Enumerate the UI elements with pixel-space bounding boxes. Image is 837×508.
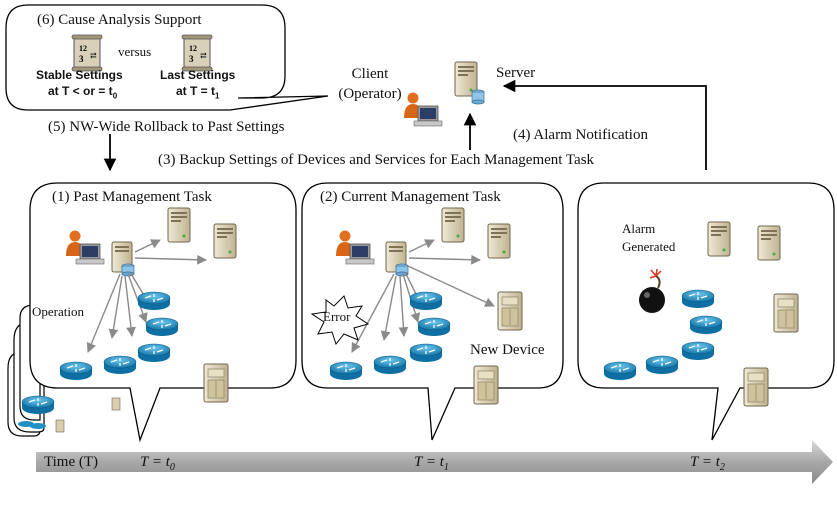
- error-label: Error: [323, 309, 351, 324]
- panel-1-server-b-icon: [213, 223, 237, 259]
- panel-3-tower-a-icon: [773, 293, 799, 333]
- panel-3-router-4: [645, 355, 679, 375]
- generated-label: Generated: [622, 239, 676, 254]
- alarm-label: Alarm: [622, 221, 656, 236]
- step4-label: (4) Alarm Notification: [513, 127, 648, 143]
- panel-3-router-5: [603, 361, 637, 381]
- last-settings-time: at T = t1: [176, 84, 220, 101]
- error-burst-icon: [310, 295, 370, 346]
- panel-1-title: (1) Past Management Task: [52, 189, 212, 205]
- operator-label: (Operator): [338, 86, 402, 102]
- time-axis-label: Time (T): [44, 454, 99, 470]
- panel-3-router-1: [681, 289, 715, 309]
- callout-title: (6) Cause Analysis Support: [37, 12, 202, 28]
- panel-1-router-3: [137, 343, 171, 363]
- panel-2-router-5: [329, 361, 363, 381]
- panel-2-server-a-icon: [441, 207, 465, 243]
- panel-2-title: (2) Current Management Task: [320, 189, 501, 205]
- last-settings-scroll-icon: [181, 34, 213, 72]
- operation-label: Operation: [32, 304, 84, 319]
- stable-settings-scroll-icon: [71, 34, 103, 72]
- panel-3-tower-b-icon: [743, 367, 769, 407]
- panel-2-router-4: [373, 355, 407, 375]
- back-router-1: [21, 395, 55, 415]
- panel-2-router-1: [409, 291, 443, 311]
- panel-3-router-2: [689, 315, 723, 335]
- panel-3-server-a-icon: [707, 221, 731, 257]
- panel-2-server-b-icon: [487, 223, 511, 259]
- callout-bubble: [5, 4, 329, 111]
- t2-label: T = t2: [690, 454, 725, 473]
- panel-2-router-3: [409, 343, 443, 363]
- panel-2-tower-icon: [473, 365, 499, 405]
- new-device-label: New Device: [470, 342, 545, 358]
- step5-label: (5) NW-Wide Rollback to Past Settings: [48, 119, 285, 135]
- panel-1-tower-icon: [203, 363, 229, 403]
- server-label: Server: [496, 65, 536, 81]
- last-settings-label: Last Settings: [160, 68, 236, 82]
- t0-label: T = t0: [140, 454, 175, 473]
- client-label: Client: [351, 66, 389, 82]
- panel-3-server-b-icon: [757, 225, 781, 261]
- panel-1-server-a-icon: [167, 207, 191, 243]
- panel-1-router-4: [103, 355, 137, 375]
- panel-2-new-device-icon: [497, 291, 523, 331]
- timeline-arrow: [36, 440, 833, 484]
- panel-2-manager-icon: [385, 241, 409, 277]
- panel-1-router-1: [137, 291, 171, 311]
- alarm-arrow: [502, 79, 707, 170]
- panel-1-manager-icon: [111, 241, 135, 277]
- stable-settings-label: Stable Settings: [36, 68, 123, 82]
- versus-label: versus: [118, 44, 152, 59]
- panel-2-router-2: [417, 317, 451, 337]
- stable-settings-time: at T < or = t0: [48, 84, 118, 101]
- panel-1-router-5: [59, 361, 93, 381]
- panel-1-router-2: [145, 317, 179, 337]
- t1-label: T = t1: [414, 454, 449, 473]
- panel-3-router-3: [681, 341, 715, 361]
- step3-label: (3) Backup Settings of Devices and Servi…: [158, 152, 595, 168]
- bomb-icon: [639, 268, 665, 313]
